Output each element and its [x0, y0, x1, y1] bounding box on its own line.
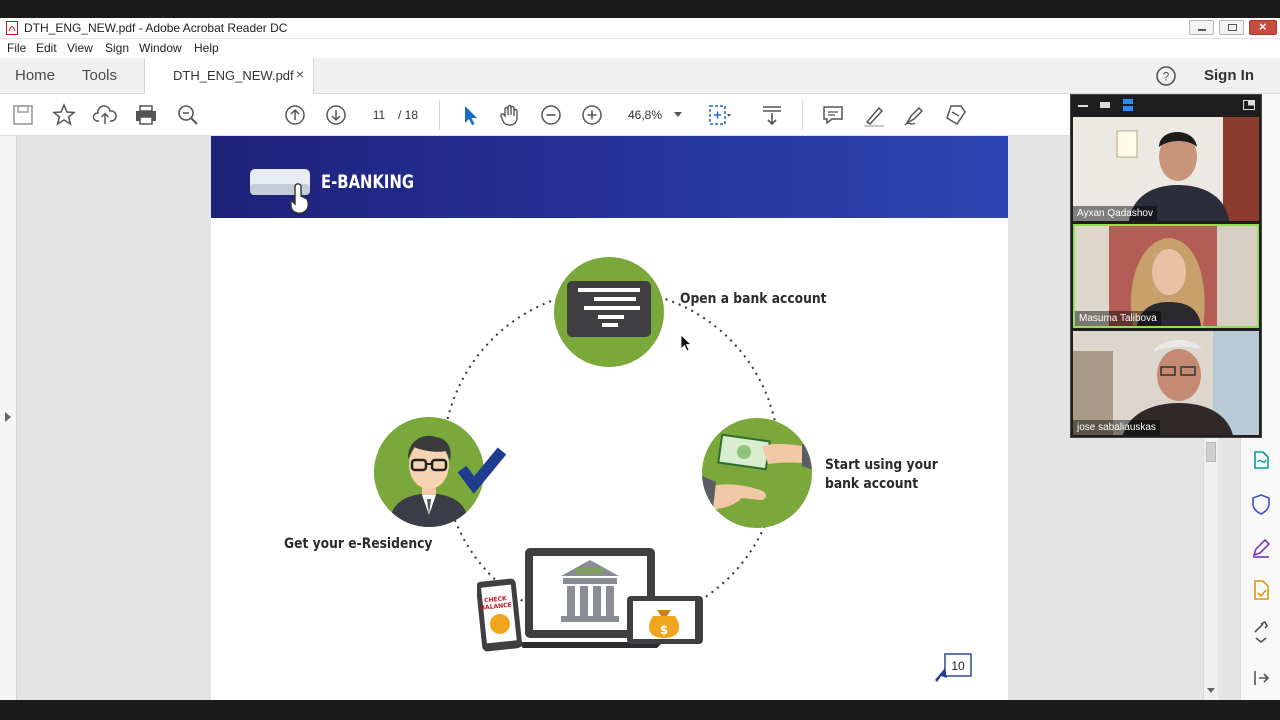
money-bag-dollar-text: $: [660, 623, 668, 637]
step-open-account-label: Open a bank account: [680, 291, 827, 307]
stamp-icon[interactable]: [943, 102, 969, 128]
view-gallery-icon[interactable]: [1123, 99, 1133, 111]
pdf-icon: [6, 21, 18, 35]
tab-home[interactable]: Home: [15, 67, 56, 84]
zoom-in-icon[interactable]: [579, 102, 605, 128]
tab-bar: Home Tools DTH_ENG_NEW.pdf × ? Sign In: [0, 58, 1280, 94]
sign-in-link[interactable]: Sign In: [1204, 67, 1254, 84]
close-window-button[interactable]: ×: [1249, 19, 1277, 35]
upload-cloud-icon[interactable]: [92, 102, 118, 128]
next-page-icon[interactable]: [323, 102, 349, 128]
left-panel-toggle[interactable]: [0, 136, 17, 700]
comment-icon[interactable]: [820, 102, 846, 128]
participant-3-video: [1073, 331, 1259, 435]
money-hand-icon: [702, 418, 812, 528]
print-icon[interactable]: [133, 102, 159, 128]
participant-2-name: Masuma Talibova: [1075, 311, 1161, 326]
maximize-button[interactable]: [1219, 20, 1244, 35]
export-pdf-icon[interactable]: [1250, 449, 1272, 471]
fill-sign-pen-icon[interactable]: [1250, 537, 1272, 559]
bookmark-star-icon[interactable]: [51, 102, 77, 128]
menu-help[interactable]: Help: [194, 41, 219, 55]
chevron-down-icon: [674, 112, 682, 117]
minimize-button[interactable]: [1189, 20, 1214, 35]
video-call-panel[interactable]: Ayxan Qadashov Masuma Talibova: [1070, 94, 1262, 438]
banking-devices-illustration: BANK CHECK BALANCE $: [477, 548, 703, 652]
title-bar: DTH_ENG_NEW.pdf - Adobe Acrobat Reader D…: [0, 18, 1280, 39]
view-speaker-icon[interactable]: [1100, 102, 1110, 108]
step-start-using-label-line2: bank account: [825, 476, 919, 492]
page-number-text: 10: [951, 659, 965, 673]
fit-page-icon[interactable]: [706, 102, 732, 128]
zoom-level-value: 46,8%: [628, 108, 663, 122]
send-for-signature-icon[interactable]: [1250, 579, 1272, 601]
previous-page-icon[interactable]: [282, 102, 308, 128]
bank-sign-text: BANK: [576, 567, 605, 577]
zoom-level-dropdown[interactable]: 46,8%: [616, 104, 688, 126]
highlight-pen-icon[interactable]: [861, 102, 887, 128]
menu-view[interactable]: View: [67, 41, 93, 55]
zoom-out-search-icon[interactable]: [175, 102, 201, 128]
select-cursor-icon[interactable]: [457, 102, 483, 128]
protect-shield-icon[interactable]: [1250, 493, 1272, 515]
participant-2-video: [1075, 226, 1257, 326]
tab-document-label: DTH_ENG_NEW.pdf: [173, 68, 294, 83]
page-banner: E-BANKING: [211, 136, 1008, 218]
zoom-out-icon[interactable]: [538, 102, 564, 128]
menu-bar: File Edit View Sign Window Help: [0, 39, 1280, 58]
phone-text-line1: CHECK: [484, 595, 508, 604]
screen-bottom-bar: [0, 700, 1280, 720]
page-number-badge: 10: [935, 653, 972, 682]
video-tile-participant-2[interactable]: Masuma Talibova: [1073, 224, 1259, 328]
minimize-video-icon[interactable]: [1078, 105, 1088, 107]
participant-1-video: [1073, 117, 1259, 221]
menu-sign[interactable]: Sign: [105, 41, 130, 55]
toolbar: 11 / 18 46,8%: [0, 94, 1280, 136]
video-panel-header: [1071, 95, 1261, 115]
tab-document[interactable]: DTH_ENG_NEW.pdf ×: [144, 58, 314, 94]
tab-close-icon[interactable]: ×: [296, 66, 305, 82]
bank-account-card-icon: [554, 257, 664, 367]
scroll-down-icon[interactable]: [1207, 688, 1215, 694]
phone-text-line2: BALANCE: [480, 602, 512, 612]
banner-title: E-BANKING: [321, 171, 415, 193]
window-title: DTH_ENG_NEW.pdf - Adobe Acrobat Reader D…: [24, 21, 288, 35]
scrollbar-thumb[interactable]: [1206, 442, 1216, 462]
mouse-cursor-icon: [680, 334, 692, 352]
save-icon[interactable]: [10, 102, 36, 128]
more-tools-icon[interactable]: [1251, 620, 1271, 646]
participant-3-name: jose sabaliauskas: [1073, 420, 1160, 435]
menu-edit[interactable]: Edit: [36, 41, 57, 55]
scroll-mode-icon[interactable]: [759, 102, 785, 128]
video-tile-participant-1[interactable]: Ayxan Qadashov: [1073, 117, 1259, 221]
pdf-page: E-BANKING Open a bank account: [211, 136, 1008, 700]
screen-top-bar: [0, 0, 1280, 18]
menu-window[interactable]: Window: [139, 41, 182, 55]
page-total: / 18: [398, 108, 419, 122]
hand-tool-icon[interactable]: [497, 102, 523, 128]
draw-pen-icon[interactable]: [902, 102, 928, 128]
businessman-avatar-icon: [374, 417, 507, 527]
video-tile-participant-3[interactable]: jose sabaliauskas: [1073, 331, 1259, 435]
collapse-rail-icon[interactable]: [1251, 668, 1271, 688]
menu-file[interactable]: File: [7, 41, 27, 55]
toolbar-divider: [802, 100, 803, 130]
participant-1-name: Ayxan Qadashov: [1073, 206, 1157, 221]
toolbar-divider: [439, 100, 440, 130]
button-click-icon: [250, 169, 310, 214]
exit-panel-icon[interactable]: [1243, 100, 1255, 110]
help-icon[interactable]: ?: [1155, 65, 1177, 87]
step-residency-label: Get your e-Residency: [284, 536, 433, 552]
step-start-using-label-line1: Start using your: [825, 457, 938, 473]
tab-tools[interactable]: Tools: [82, 67, 118, 84]
page-number-input[interactable]: 11: [372, 108, 386, 122]
expand-panel-icon[interactable]: [5, 412, 12, 422]
svg-text:?: ?: [1163, 70, 1170, 84]
